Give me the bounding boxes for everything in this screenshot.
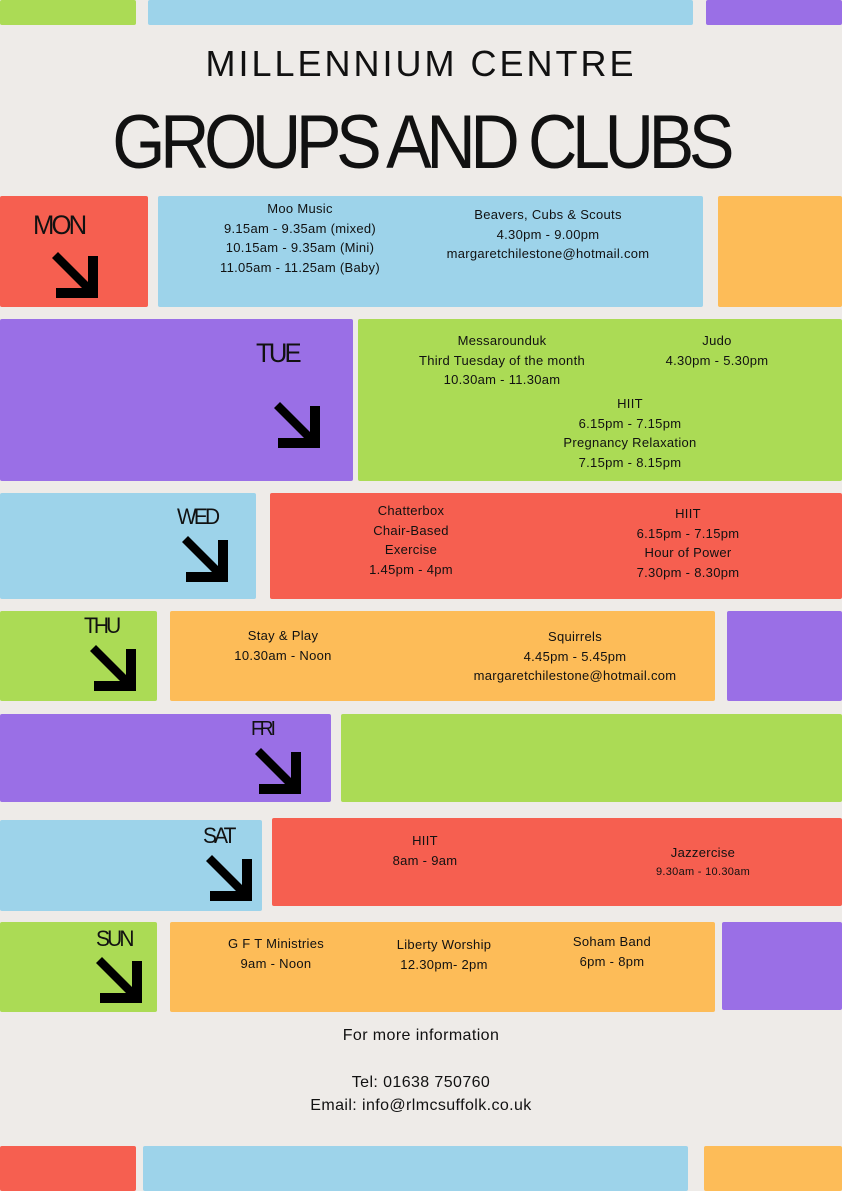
arrow-down-right-icon xyxy=(90,645,136,691)
day-label-tue: TUE xyxy=(256,338,302,368)
day-block-tue xyxy=(0,319,353,481)
schedule-block-thu xyxy=(170,611,715,701)
schedule-line: 10.30am - Noon xyxy=(234,647,332,663)
schedule-line: 4.30pm - 5.30pm xyxy=(665,352,769,368)
schedule-block-sun xyxy=(170,922,715,1012)
arrow-down-right-icon xyxy=(52,252,98,298)
venue-name: MILLENNIUM CENTRE xyxy=(205,43,637,84)
schedule-line: Third Tuesday of the month xyxy=(418,352,586,368)
schedule-line: 4.45pm - 5.45pm xyxy=(523,648,627,664)
arrow-down-right-icon xyxy=(182,536,228,582)
schedule-line: 10.15am - 9.35am (Mini) xyxy=(225,240,375,255)
group-judo: Judo 4.30pm - 5.30pm xyxy=(666,331,769,370)
schedule-line: Stay & Play xyxy=(247,628,319,643)
decor-bar xyxy=(143,1146,688,1191)
schedule-line: Chatterbox xyxy=(377,503,445,518)
schedule-line: Pregnancy Relaxation xyxy=(563,435,697,450)
arrow-down-right-icon xyxy=(274,402,320,448)
schedule-line: 6.15pm - 7.15pm xyxy=(636,525,740,541)
schedule-line: Soham Band xyxy=(572,934,652,949)
page-title: GROUPS AND CLUBS xyxy=(112,100,735,185)
schedule-line: 1.45pm - 4pm xyxy=(369,561,453,577)
decor-bar xyxy=(704,1146,842,1191)
arrow-down-right-icon xyxy=(255,748,301,794)
arrow-down-right-icon xyxy=(96,957,142,1003)
group-soham-band: Soham Band 6pm - 8pm xyxy=(573,932,651,971)
schedule-line: Jazzercise xyxy=(670,845,736,860)
schedule-line: Messarounduk xyxy=(457,333,547,348)
schedule-line: HIIT xyxy=(617,396,643,411)
schedule-line: 7.15pm - 8.15pm xyxy=(578,454,682,470)
schedule-line: Hour of Power xyxy=(644,545,732,560)
schedule-line: Beavers, Cubs & Scouts xyxy=(474,207,622,222)
schedule-block-mon xyxy=(158,196,703,307)
group-squirrels: Squirrels 4.45pm - 5.45pm margaretchilesto… xyxy=(474,627,677,686)
contact-email: Email: info@rlmcsuffolk.co.uk xyxy=(310,1097,532,1114)
schedule-line: 6pm - 8pm xyxy=(579,953,645,969)
schedule-line: 8am - 9am xyxy=(392,852,458,868)
decor-block xyxy=(722,922,842,1010)
schedule-line: Moo Music xyxy=(267,201,333,216)
day-label-thu: THU xyxy=(84,613,121,638)
decor-bar xyxy=(0,1146,136,1191)
group-stay-and-play: Stay & Play 10.30am - Noon xyxy=(234,626,331,665)
schedule-line: 11.05am - 11.25am (Baby) xyxy=(220,259,380,275)
schedule-line: 12.30pm- 2pm xyxy=(400,956,488,972)
contact-phone: Tel: 01638 750760 xyxy=(351,1074,491,1091)
schedule-line: HIIT xyxy=(675,506,701,521)
schedule-line: HIIT xyxy=(412,833,438,848)
group-jazzercise: Jazzercise 9.30am - 10.30am xyxy=(656,843,750,882)
schedule-line: 9.30am - 10.30am xyxy=(655,865,751,878)
group-hiit-sat: HIIT 8am - 9am xyxy=(393,831,458,870)
group-gft-ministries: G F T Ministries 9am - Noon xyxy=(228,934,324,973)
schedule-block-sat xyxy=(272,818,842,906)
schedule-line: 4.30pm - 9.00pm xyxy=(496,226,600,242)
schedule-line: 7.30pm - 8.30pm xyxy=(636,564,740,580)
day-label-sat: SAT xyxy=(203,823,236,848)
schedule-block-fri xyxy=(341,714,842,802)
decor-bar xyxy=(148,0,693,25)
group-moo-music: Moo Music 9.15am - 9.35am (mixed) 10.15am … xyxy=(220,199,380,277)
decor-bar xyxy=(0,0,136,25)
decor-block xyxy=(718,196,842,307)
schedule-line: 9am - Noon xyxy=(240,955,312,971)
arrow-down-right-icon xyxy=(206,855,252,901)
schedule-line: margaretchilestone@hotmail.com xyxy=(446,246,650,261)
schedule-line: Squirrels xyxy=(548,629,602,644)
schedule-line: Judo xyxy=(702,333,732,348)
more-info-label: For more information xyxy=(342,1027,500,1044)
schedule-line: G F T Ministries xyxy=(227,936,325,951)
day-label-fri: FRI xyxy=(251,718,276,740)
schedule-line: 6.15pm - 7.15pm xyxy=(578,415,682,431)
day-label-mon: MON xyxy=(33,210,87,240)
schedule-line: margaretchilestone@hotmail.com xyxy=(473,668,677,683)
schedule-line: Liberty Worship xyxy=(396,937,492,952)
group-liberty-worship: Liberty Worship 12.30pm- 2pm xyxy=(397,935,492,974)
schedule-block-wed xyxy=(270,493,842,599)
schedule-line: 10.30am - 11.30am xyxy=(443,372,561,387)
decor-block xyxy=(727,611,842,701)
schedule-line: Exercise xyxy=(384,542,438,557)
day-label-wed: WED xyxy=(177,504,220,529)
schedule-line: Chair-Based xyxy=(373,522,449,538)
decor-bar xyxy=(706,0,842,25)
schedule-block-tue xyxy=(358,319,842,481)
schedule-line: 9.15am - 9.35am (mixed) xyxy=(223,220,377,236)
group-beavers-cubs-scouts: Beavers, Cubs & Scouts 4.30pm - 9.00pm mar… xyxy=(447,205,650,264)
day-label-sun: SUN xyxy=(96,926,134,951)
